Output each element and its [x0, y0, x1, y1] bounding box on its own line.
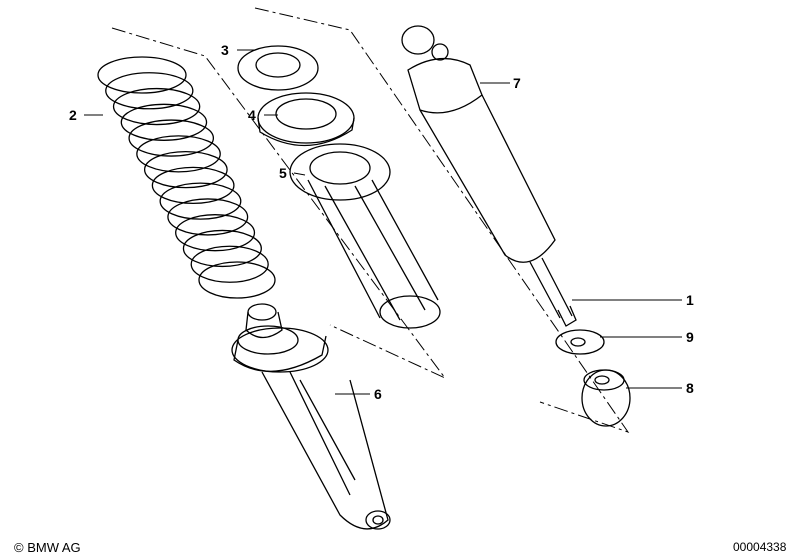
spring-coil — [198, 261, 276, 299]
copyright-text: © BMW AG — [14, 540, 81, 555]
rubber-bushing — [581, 369, 631, 427]
spring-pad — [257, 92, 355, 147]
leader-lines — [84, 49, 682, 395]
coil-spring — [97, 56, 276, 299]
spring-coil — [128, 119, 215, 157]
spring-coil — [112, 87, 201, 126]
callout-6: 6 — [374, 386, 382, 402]
shock-absorber — [401, 25, 577, 327]
callout-9: 9 — [686, 329, 694, 345]
spring-coil — [190, 245, 269, 283]
spring-seat-upper — [237, 45, 319, 91]
callout-2: 2 — [69, 107, 77, 123]
callout-1: 1 — [686, 292, 694, 308]
spring-coil — [120, 103, 208, 141]
spring-coil — [105, 72, 194, 110]
spring-coil — [151, 166, 235, 205]
spring-coil — [175, 214, 256, 252]
spring-cage — [289, 143, 441, 329]
washer — [555, 329, 605, 355]
diagram-id: 00004338 — [733, 540, 787, 554]
lower-mount — [231, 303, 391, 530]
spring-coil — [159, 182, 242, 220]
callout-8: 8 — [686, 380, 694, 396]
callout-7: 7 — [513, 75, 521, 91]
callout-3: 3 — [221, 42, 229, 58]
spring-coil — [136, 135, 221, 173]
callout-5: 5 — [279, 165, 287, 181]
spring-coil — [167, 198, 249, 236]
callout-4: 4 — [248, 107, 256, 123]
spring-coil — [143, 150, 228, 189]
spring-coil — [182, 229, 262, 268]
spring-coil — [97, 56, 187, 94]
group-outline-left — [111, 7, 630, 433]
